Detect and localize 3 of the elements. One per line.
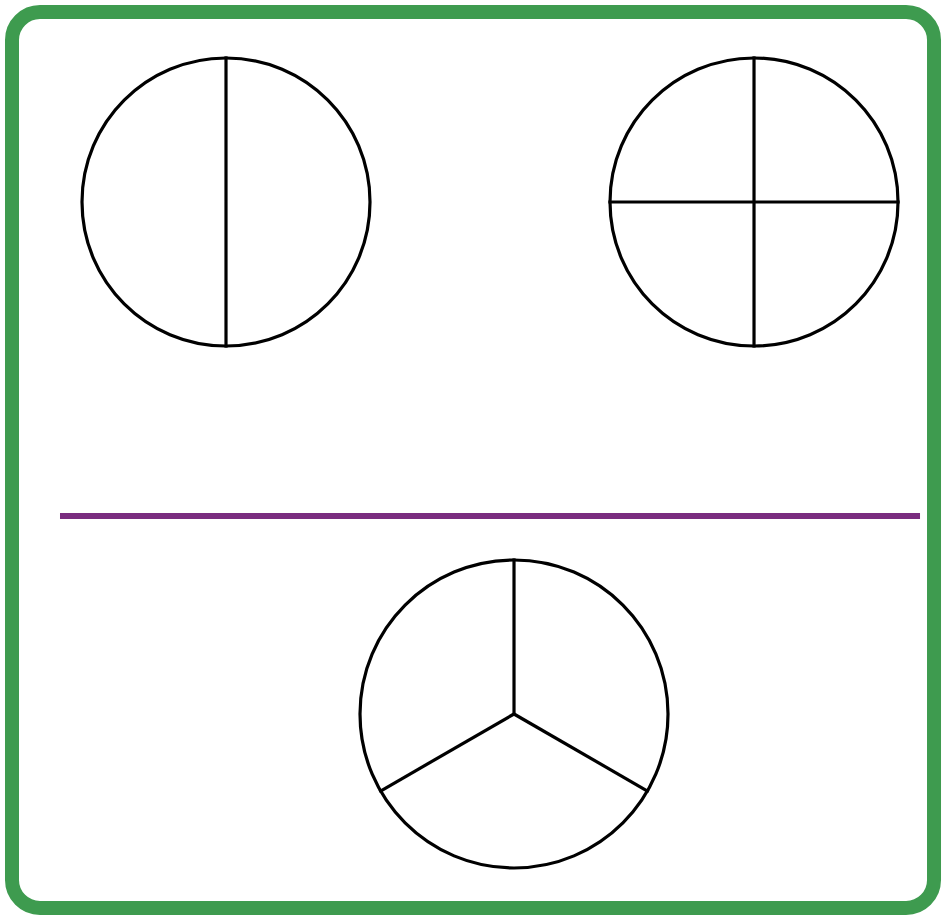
divided-circle	[608, 56, 900, 348]
divided-circle	[358, 558, 670, 870]
divided-circle	[80, 56, 372, 348]
